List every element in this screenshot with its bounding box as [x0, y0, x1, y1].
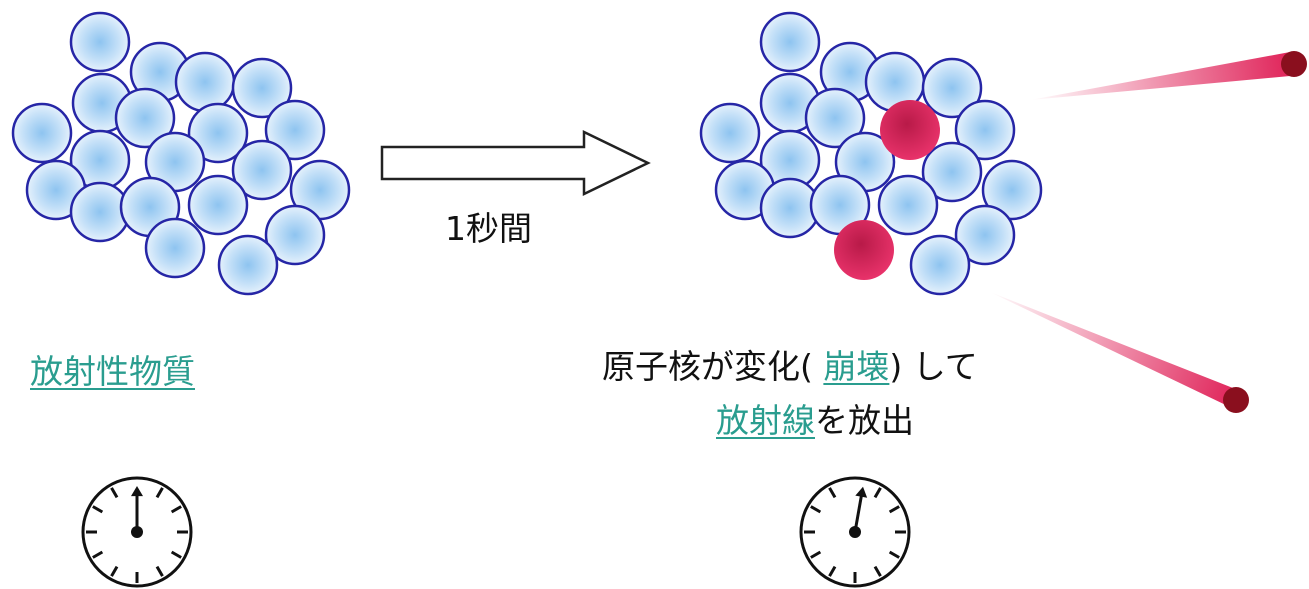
- clock-tick: [170, 550, 182, 559]
- clock-tick: [828, 565, 837, 577]
- right-arrow-icon: [380, 130, 651, 196]
- decay-caption-line2: 放射線を放出: [716, 394, 914, 442]
- clock-tick: [155, 487, 164, 499]
- nucleus-atom: [699, 102, 761, 164]
- clock-tick: [888, 505, 900, 514]
- nucleus-atom: [804, 87, 866, 149]
- clock-tick: [873, 565, 882, 577]
- clock-tick: [810, 550, 822, 559]
- clock-tick: [92, 550, 104, 559]
- decay-caption-line1: 原子核が変化( 崩壊) して: [602, 340, 978, 388]
- caption-text: を放出: [815, 401, 914, 440]
- clock-tick: [110, 565, 119, 577]
- decayed-nucleus: [834, 220, 894, 280]
- radiation-particle-2: [1223, 387, 1249, 413]
- clock-center: [131, 526, 143, 538]
- clock-tick: [155, 565, 164, 577]
- nucleus-atom: [921, 57, 983, 119]
- nucleus-atom: [187, 174, 249, 236]
- nucleus-atom: [264, 99, 326, 161]
- nucleus-atom: [69, 11, 131, 73]
- radiation-ray-2: [990, 292, 1238, 408]
- nucleus-atom: [11, 102, 73, 164]
- nucleus-atom: [187, 102, 249, 164]
- radiation-link[interactable]: 放射線: [716, 401, 815, 440]
- clock-hand-arrow: [131, 486, 143, 497]
- clock-tick: [888, 550, 900, 559]
- decayed-nucleus: [880, 100, 940, 160]
- nucleus-atom: [877, 174, 939, 236]
- radioactive-material-label[interactable]: 放射性物質: [30, 352, 195, 391]
- clock-center: [849, 526, 861, 538]
- clock-tick: [92, 505, 104, 514]
- clock-tick: [873, 487, 882, 499]
- time-interval-label: 1秒間: [445, 209, 532, 248]
- nucleus-atom: [981, 159, 1043, 221]
- radiation-particle-1: [1281, 51, 1307, 77]
- caption-text: 原子核が変化(: [602, 347, 824, 386]
- nucleus-atom: [114, 87, 176, 149]
- nucleus-atom: [954, 99, 1016, 161]
- clock-tick: [110, 487, 119, 499]
- clock-tick: [810, 505, 822, 514]
- caption-text: ) して: [889, 347, 978, 386]
- clock-icon: [799, 476, 911, 588]
- clock-tick: [828, 487, 837, 499]
- clock-hand: [853, 495, 863, 533]
- nucleus-atom: [759, 11, 821, 73]
- clock-tick: [170, 505, 182, 514]
- nucleus-atom: [144, 217, 206, 279]
- nucleus-atom: [217, 234, 279, 296]
- stable-nucleus-cluster: [11, 11, 351, 296]
- clock-icon: [81, 476, 193, 588]
- nucleus-atom: [921, 141, 983, 203]
- decay-link[interactable]: 崩壊: [823, 347, 890, 386]
- nucleus-atom: [264, 204, 326, 266]
- nucleus-atom: [954, 204, 1016, 266]
- nucleus-atom: [231, 57, 293, 119]
- decaying-nucleus-cluster: [699, 11, 1043, 296]
- nucleus-atom: [174, 51, 236, 113]
- radiation-ray-1: [1030, 52, 1290, 100]
- clock-hand-arrow: [855, 486, 868, 498]
- nucleus-atom: [909, 234, 971, 296]
- nucleus-atom: [231, 139, 293, 201]
